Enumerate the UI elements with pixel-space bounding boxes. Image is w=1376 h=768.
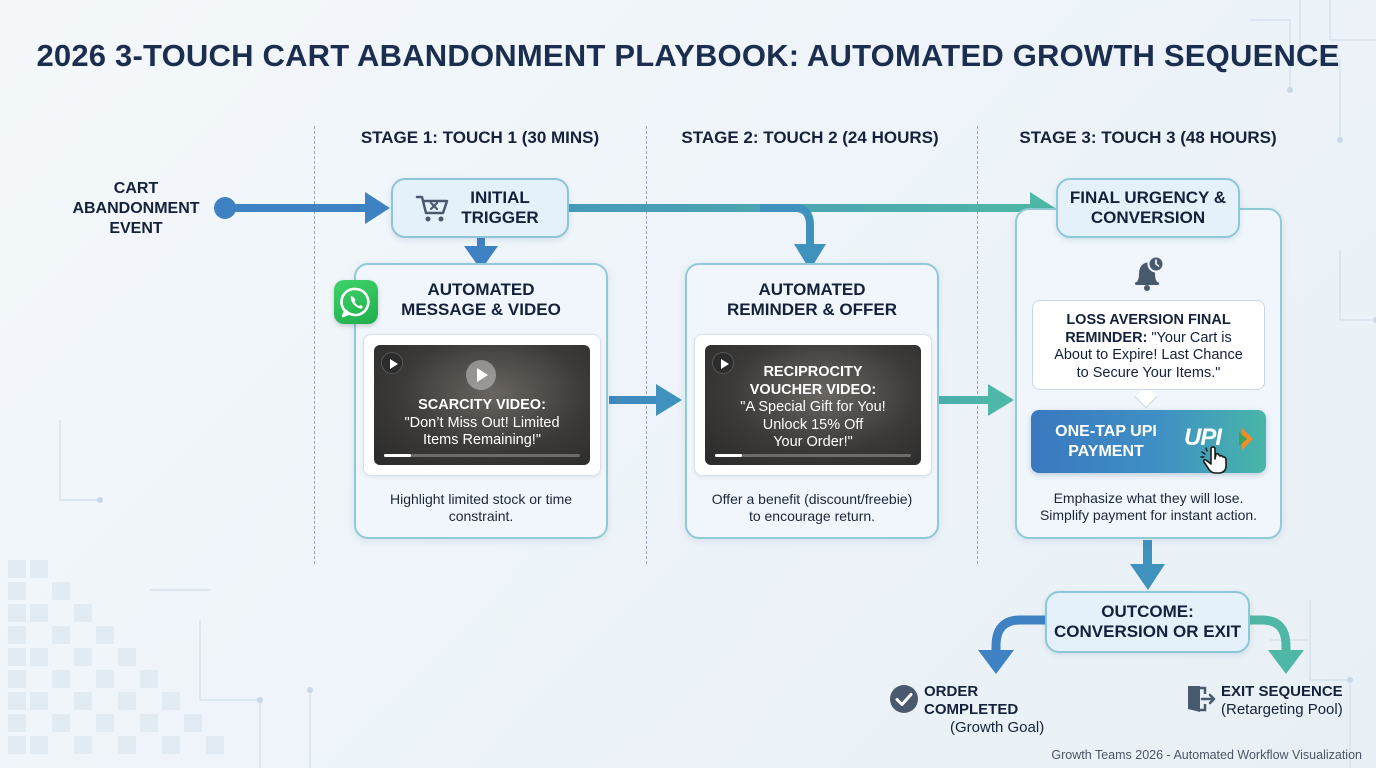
stage-3-title: STAGE 3: TOUCH 3 (48 HOURS) — [1019, 128, 1277, 147]
start-line-3: EVENT — [109, 220, 163, 237]
touch-1-heading: AUTOMATED MESSAGE & VIDEO — [401, 280, 561, 319]
bell-alarm-icon — [1135, 255, 1165, 291]
stage-2-title: STAGE 2: TOUCH 2 (24 HOURS) — [681, 128, 939, 147]
play-icon[interactable] — [712, 352, 734, 374]
trigger-to-touch1-arrow — [464, 238, 498, 270]
outcome-to-exit-arrow — [1249, 615, 1304, 674]
final-line-2: CONVERSION — [1090, 208, 1206, 227]
touch-2-heading: AUTOMATED REMINDER & OFFER — [727, 280, 897, 319]
touch-2-description: Offer a benefit (discount/freebie) to en… — [711, 491, 913, 524]
trigger-to-touch2-arrow — [760, 204, 826, 270]
touch3-to-outcome-arrow — [1130, 540, 1165, 590]
exit-sequence-label: EXIT SEQUENCE (Retargeting Pool) — [1221, 683, 1343, 718]
stage-divider-1 — [314, 126, 315, 564]
touch-1-card: AUTOMATED MESSAGE & VIDEO SCARCITY VIDEO… — [354, 263, 608, 539]
scarcity-video-caption: SCARCITY VIDEO: "Don’t Miss Out! Limited… — [404, 397, 560, 448]
cart-remove-icon — [416, 195, 449, 222]
touch-3-description: Emphasize what they will lose. Simplify … — [1039, 490, 1258, 523]
touch2-to-touch3-arrow — [939, 384, 1014, 416]
start-to-trigger-arrow — [214, 192, 390, 224]
page-title: 2026 3-TOUCH CART ABANDONMENT PLAYBOOK: … — [36, 38, 1340, 73]
upi-logo-arrow-icon — [1239, 428, 1253, 450]
order-completed-label: ORDER COMPLETED (Growth Goal) — [924, 683, 1045, 736]
hand-pointer-icon — [1200, 446, 1227, 474]
trigger-line-2: TRIGGER — [461, 208, 539, 227]
cart-abandonment-event: CART ABANDONMENT EVENT — [62, 179, 210, 239]
outcome-node: OUTCOME: CONVERSION OR EXIT — [1045, 591, 1250, 653]
start-line-2: ABANDONMENT — [72, 200, 200, 217]
touch1-to-touch2-arrow — [609, 384, 682, 416]
outcome-line-1: OUTCOME: — [1101, 602, 1194, 621]
exit-door-icon — [1188, 686, 1216, 712]
stage-1-title: STAGE 1: TOUCH 1 (30 MINS) — [360, 128, 600, 147]
check-circle-icon — [890, 685, 918, 713]
touch-1-video-frame: SCARCITY VIDEO: "Don’t Miss Out! Limited… — [363, 334, 601, 476]
scarcity-video-player[interactable]: SCARCITY VIDEO: "Don’t Miss Out! Limited… — [374, 345, 590, 465]
play-overlay-icon[interactable] — [466, 360, 496, 390]
final-line-1: FINAL URGENCY & — [1069, 188, 1227, 207]
outcome-line-2: CONVERSION OR EXIT — [1053, 622, 1242, 641]
reciprocity-video-player[interactable]: RECIPROCITY VOUCHER VIDEO: "A Special Gi… — [705, 345, 921, 465]
whatsapp-icon — [334, 280, 378, 324]
upi-logo: UPI — [1184, 424, 1222, 451]
initial-trigger-node: INITIAL TRIGGER — [391, 178, 569, 238]
footer-caption: Growth Teams 2026 - Automated Workflow V… — [1051, 748, 1362, 762]
trigger-line-1: INITIAL — [470, 188, 530, 207]
reciprocity-video-caption: RECIPROCITY VOUCHER VIDEO: "A Special Gi… — [740, 364, 886, 450]
stage-divider-2 — [646, 126, 647, 564]
stage-divider-3 — [977, 126, 978, 564]
outcome-to-completed-arrow — [978, 615, 1046, 674]
touch-1-description: Highlight limited stock or time constrai… — [389, 491, 573, 524]
video-progress-bar[interactable] — [384, 454, 580, 457]
upi-button-label: ONE-TAP UPI PAYMENT — [1055, 423, 1157, 460]
touch-2-video-frame: RECIPROCITY VOUCHER VIDEO: "A Special Gi… — [694, 334, 932, 476]
loss-aversion-reminder: LOSS AVERSION FINAL REMINDER: "Your Cart… — [1032, 300, 1265, 390]
start-line-1: CART — [113, 180, 159, 197]
one-tap-upi-payment-button[interactable]: ONE-TAP UPI PAYMENT UPI — [1031, 410, 1266, 474]
play-icon[interactable] — [381, 352, 403, 374]
final-urgency-node: FINAL URGENCY & CONVERSION — [1056, 178, 1240, 238]
touch-2-card: AUTOMATED REMINDER & OFFER RECIPROCITY V… — [685, 263, 939, 539]
video-progress-bar[interactable] — [715, 454, 911, 457]
